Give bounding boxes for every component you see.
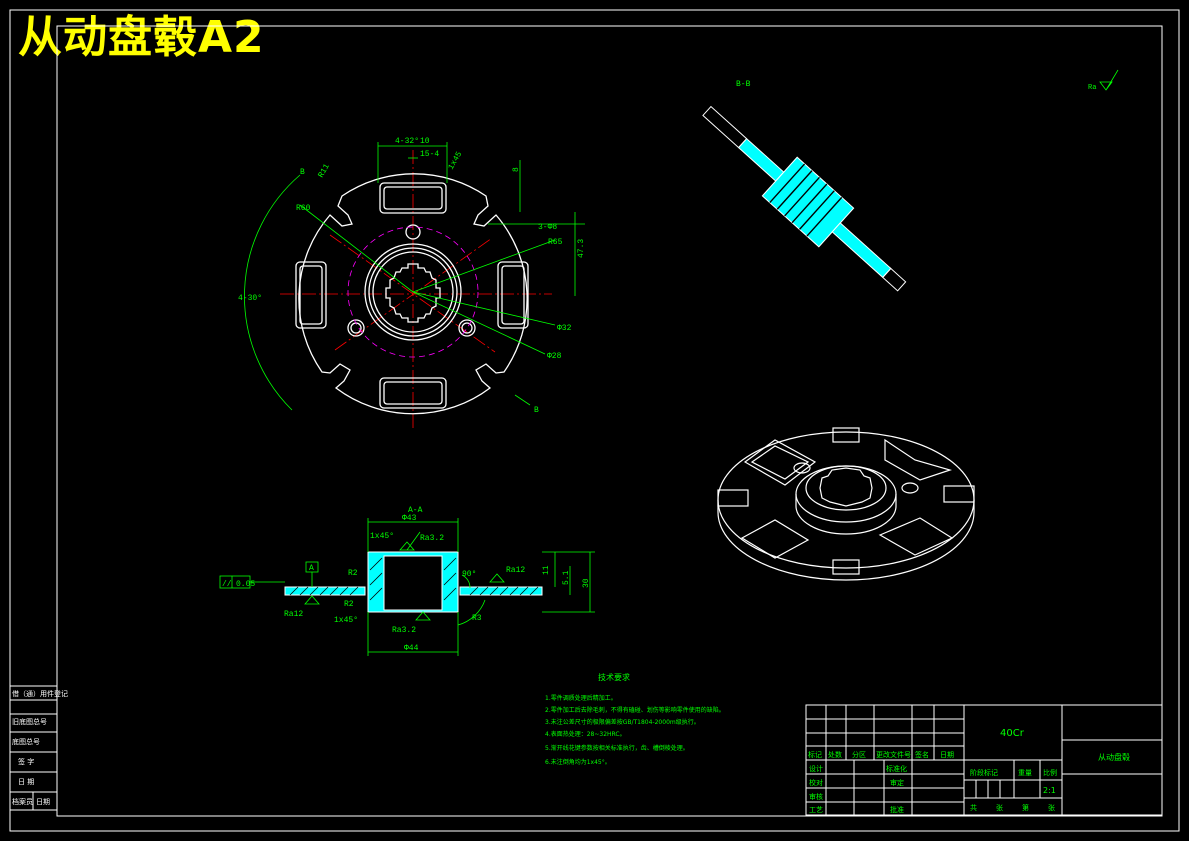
row-label-1: 校对 xyxy=(809,778,823,787)
header-cell-0: 标记 xyxy=(808,750,822,759)
roughness-corner-symbol xyxy=(1099,69,1119,91)
aa-dim-11: Φ44 xyxy=(404,644,419,653)
roughness-corner-label: Ra xyxy=(1088,84,1096,92)
front-dim-text: 4-32° 10 15-4 1x45 R11 8 R60 3-Φ8 R65 47… xyxy=(238,137,586,415)
aa-dim-14: R3 xyxy=(472,614,482,623)
dim-13: B xyxy=(300,168,305,177)
aa-dim-0: Φ43 xyxy=(402,514,417,523)
aa-dim-7: A xyxy=(309,564,314,573)
side-strip-text: 借（通）用件登记 旧底图总号 底图总号 签 字 日 期 档案员 日期 xyxy=(12,689,68,806)
dim-3: 1x45 xyxy=(447,150,464,171)
section-bb: B-B Ra xyxy=(702,69,1119,292)
title-block-text: 40Cr 从动盘毂 标记 处数 分区 更改文件号 签名 日期 设计 校对 审核 … xyxy=(808,728,1130,814)
front-dim-lines xyxy=(244,142,585,411)
bolt-circle xyxy=(347,226,479,358)
aa-dim-8: Ra12 xyxy=(284,610,303,619)
aa-dim-15: 11 xyxy=(542,565,551,575)
material: 40Cr xyxy=(1000,728,1025,739)
tech-note-4: 5.渐开线花键参数按相关标准执行，齿、槽倒棱处理。 xyxy=(545,744,689,752)
approve-label: 审定 xyxy=(890,778,904,787)
aa-dim-12: 90° xyxy=(462,570,476,579)
centerlines xyxy=(280,150,552,430)
tech-notes-title: 技术要求 xyxy=(598,672,630,682)
dim-1: 10 xyxy=(420,137,430,146)
dim-5: 8 xyxy=(512,167,521,172)
aa-dim-2: Ra3.2 xyxy=(420,534,444,543)
aa-dim-16: 5.1 xyxy=(562,570,571,585)
header-cell-4: 签名 xyxy=(915,750,929,759)
scale-label: 比例 xyxy=(1043,768,1057,777)
tech-note-3: 4.表面热处理：28~32HRC。 xyxy=(545,730,626,738)
dim-0: 4-32° xyxy=(395,137,419,146)
dim-2: 15-4 xyxy=(420,150,439,159)
header-cell-1: 处数 xyxy=(828,750,842,759)
header-cell-2: 分区 xyxy=(852,750,866,759)
sheets-2: 第 xyxy=(1022,803,1029,812)
sheets-1: 张 xyxy=(996,803,1003,812)
row-label-2: 审核 xyxy=(809,792,823,801)
dim-7: 3-Φ8 xyxy=(538,223,557,232)
row-label-0: 设计 xyxy=(809,764,823,773)
aa-dim-4: R2 xyxy=(344,600,354,609)
aa-dim-9: 1x45° xyxy=(334,616,358,625)
stage-label: 阶段标记 xyxy=(970,768,998,777)
section-aa: A-A xyxy=(219,506,595,656)
dim-14: B xyxy=(534,406,539,415)
sheet-frame xyxy=(9,9,1180,832)
strip-label-0: 借（通）用件登记 xyxy=(12,689,68,698)
header-cell-3: 更改文件号 xyxy=(876,750,911,759)
aa-dim-13: Ra12 xyxy=(506,566,525,575)
section-aa-hatching xyxy=(289,557,539,601)
tech-notes: 技术要求 1.零件调质处理后精加工。 2.零件加工后去除毛刺，不得有磕碰、划伤等… xyxy=(545,672,725,766)
front-view: 4-32° 10 15-4 1x45 R11 8 R60 3-Φ8 R65 47… xyxy=(238,137,586,430)
disk-outline xyxy=(295,173,529,415)
std-label: 标准化 xyxy=(886,764,907,773)
strip-label-4: 日 期 xyxy=(18,778,34,786)
tech-note-2: 3.未注公差尺寸的极限偏差按GB/T1804-2000m级执行。 xyxy=(545,718,700,726)
tech-note-1: 2.零件加工后去除毛刺，不得有磕碰、划伤等影响零件使用的缺陷。 xyxy=(545,706,725,714)
sheet-title: 从动盘毂A2 xyxy=(18,12,265,63)
dim-10: 4-30° xyxy=(238,294,262,303)
section-aa-dim-lines xyxy=(219,518,595,656)
section-aa-dim-text: Φ43 1x45° Ra3.2 R2 R2 // 0.05 A Ra12 1x4… xyxy=(222,514,591,653)
dim-12: Φ28 xyxy=(547,352,562,361)
dim-8: R65 xyxy=(548,238,563,247)
aa-dim-6: 0.05 xyxy=(236,580,255,589)
aa-dim-1: 1x45° xyxy=(370,532,394,541)
dim-11: Φ32 xyxy=(557,324,572,333)
dim-4: R11 xyxy=(317,162,332,179)
approve-label-2: 批准 xyxy=(890,805,904,814)
sheets-3: 张 xyxy=(1048,803,1055,812)
section-bb-label: B-B xyxy=(736,80,751,89)
tech-note-5: 6.未注倒角均为1x45°。 xyxy=(545,758,611,766)
row-label-3: 工艺 xyxy=(809,806,823,814)
weight-label: 重量 xyxy=(1018,769,1032,777)
scale-value: 2:1 xyxy=(1043,786,1056,795)
header-cell-5: 日期 xyxy=(940,751,954,759)
tech-note-0: 1.零件调质处理后精加工。 xyxy=(545,694,617,702)
aa-dim-5: // xyxy=(222,580,232,589)
strip-label-1: 旧底图总号 xyxy=(12,717,47,726)
part-name: 从动盘毂 xyxy=(1098,752,1130,762)
strip-label-6: 日期 xyxy=(36,798,50,806)
section-aa-label: A-A xyxy=(408,506,423,515)
dim-6: R60 xyxy=(296,204,311,213)
isometric-view xyxy=(717,427,975,581)
strip-label-2: 底图总号 xyxy=(12,737,40,746)
section-bb-body xyxy=(702,105,907,292)
sheets-0: 共 xyxy=(970,803,977,812)
dim-9: 47.3 xyxy=(577,239,586,258)
strip-label-3: 签 字 xyxy=(18,757,34,766)
side-strip xyxy=(9,685,58,811)
title-block xyxy=(805,704,1163,816)
strip-label-5: 档案员 xyxy=(12,797,33,806)
aa-dim-17: 30 xyxy=(582,578,591,588)
aa-dim-10: Ra3.2 xyxy=(392,626,416,635)
aa-dim-3: R2 xyxy=(348,569,358,578)
